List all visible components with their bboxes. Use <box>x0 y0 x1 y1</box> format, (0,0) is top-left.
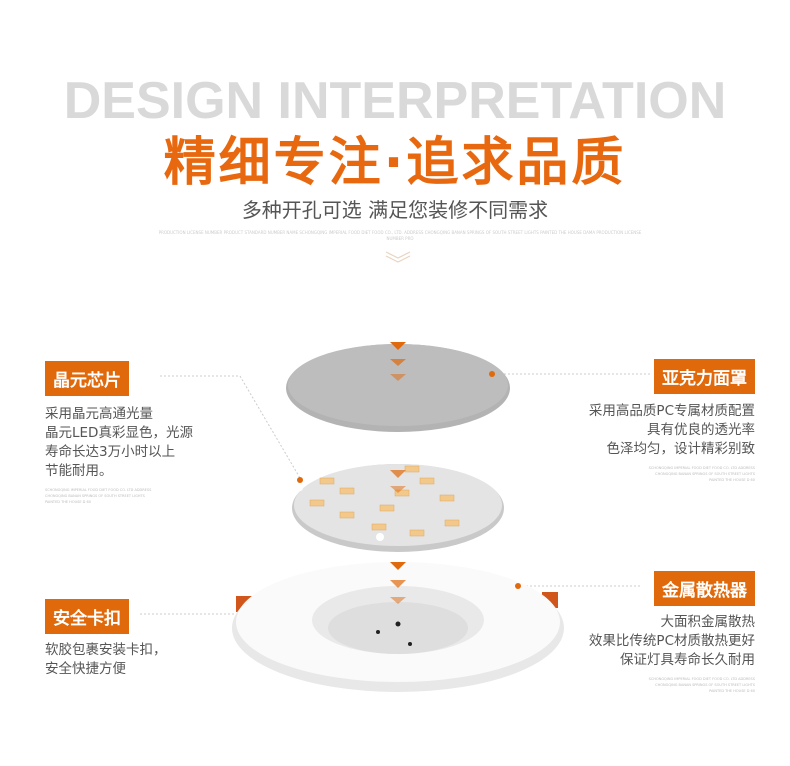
feature-line: 安全快捷方便 <box>45 661 126 677</box>
feature-line: 大面积金属散热 <box>660 614 756 630</box>
feature-tag: 安全卡扣 <box>45 599 129 634</box>
feature-line: 具有优良的透光率 <box>647 422 755 438</box>
feature-fine-print: SCHONGQING IMPERIAL FOOD DIET FOOD CO. L… <box>45 488 152 504</box>
acrylic-cover <box>286 344 510 432</box>
feature-tag: 亚克力面罩 <box>654 359 755 394</box>
feature-tag: 金属散热器 <box>654 571 755 606</box>
fine-print: PRODUCTION LICENSE NUMBER PRODUCT STANDA… <box>158 230 642 241</box>
feature-tag: 晶元芯片 <box>45 361 129 396</box>
feature-line: 保证灯具寿命长久耐用 <box>620 652 755 668</box>
feature-line: 采用高品质PC专属材质配置 <box>588 403 755 419</box>
feature-fine-print: SCHONGQING IMPERIAL FOOD DIET FOOD CO. L… <box>648 466 755 482</box>
subtitle: 多种开孔可选 满足您装修不同需求 <box>241 198 549 222</box>
down-arrow-icons <box>390 342 406 604</box>
callout-dots <box>297 371 521 589</box>
chinese-title: 精细专注·追求品质 <box>163 133 627 193</box>
english-title: DESIGN INTERPRETATION <box>63 72 727 130</box>
feature-fine-print: SCHONGQING IMPERIAL FOOD DIET FOOD CO. L… <box>648 677 755 693</box>
feature-led-chip: 晶元芯片 采用晶元高通光量 晶元LED真彩显色，光源 寿命长达3万小时以上 节能… <box>45 361 193 505</box>
feature-line: 晶元LED真彩显色，光源 <box>45 425 193 441</box>
leader-lines <box>140 373 650 615</box>
metal-housing <box>232 562 564 692</box>
feature-line: 软胶包裹安装卡扣， <box>45 642 167 658</box>
feature-acrylic-cover: 亚克力面罩 采用高品质PC专属材质配置 具有优良的透光率 色泽均匀，设计精彩别致… <box>535 359 755 483</box>
feature-safety-clip: 安全卡扣 软胶包裹安装卡扣， 安全快捷方便 <box>45 599 167 679</box>
feature-line: 节能耐用。 <box>45 463 113 479</box>
feature-line: 采用晶元高通光量 <box>45 406 153 422</box>
feature-metal-heatsink: 金属散热器 大面积金属散热 效果比传统PC材质散热更好 保证灯具寿命长久耐用 S… <box>535 571 755 694</box>
feature-line: 寿命长达3万小时以上 <box>45 444 176 460</box>
led-pcb-board <box>292 464 504 552</box>
feature-line: 色泽均匀，设计精彩别致 <box>606 441 756 457</box>
feature-line: 效果比传统PC材质散热更好 <box>588 633 755 649</box>
chevron-down-icon <box>385 251 411 263</box>
